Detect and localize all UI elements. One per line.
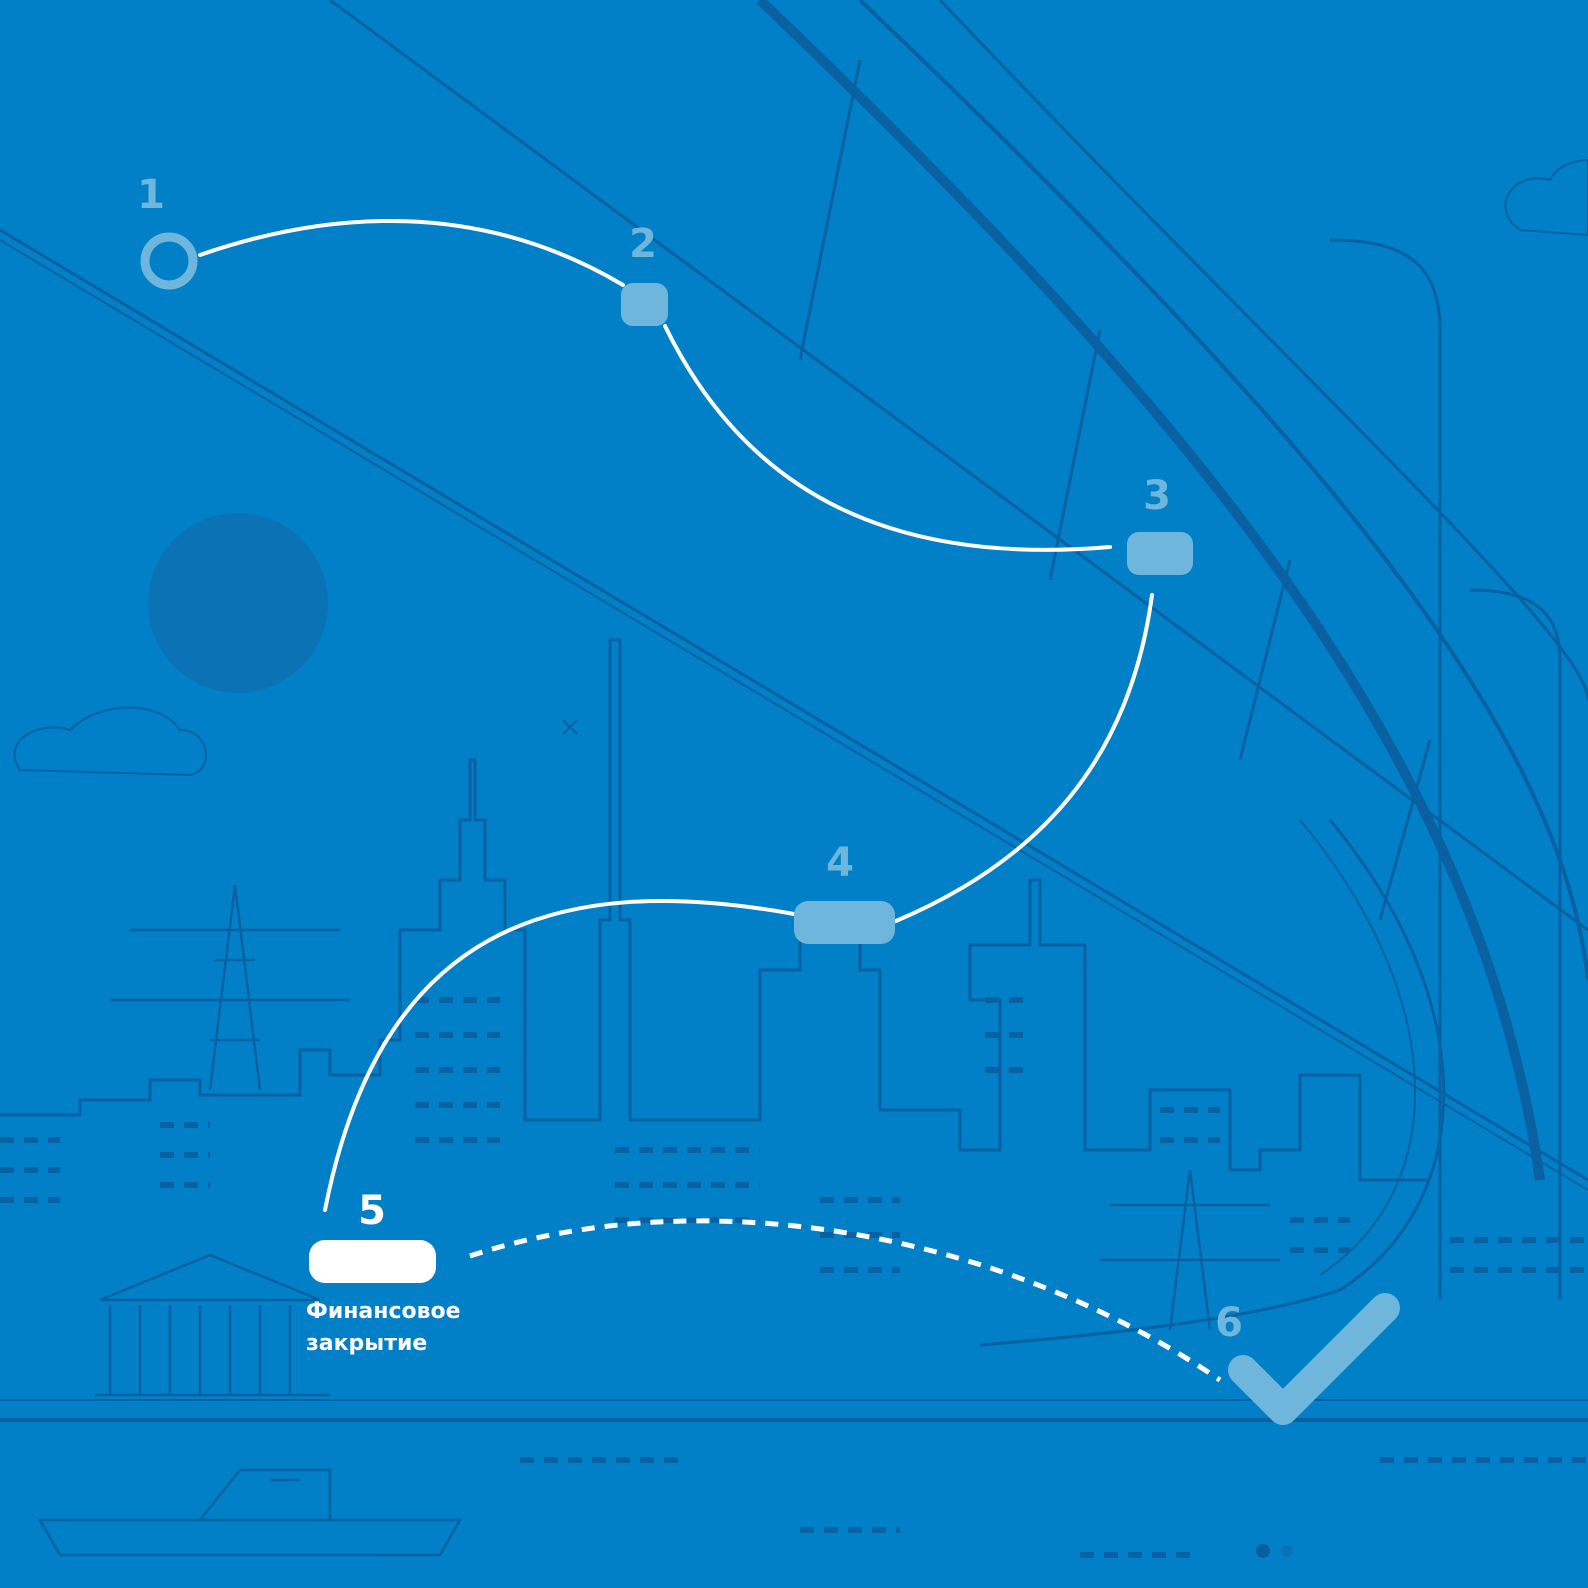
step-6-number: 6 — [1215, 1300, 1243, 1346]
checkmark-icon — [1243, 1308, 1385, 1410]
step-1-marker — [145, 237, 193, 285]
pager-dot-active[interactable] — [1256, 1544, 1270, 1558]
step-5-number: 5 — [358, 1188, 386, 1234]
sun-decoration — [148, 513, 328, 693]
step-5-marker — [309, 1240, 436, 1283]
step-4-number: 4 — [826, 840, 854, 886]
step-2-marker — [621, 283, 668, 326]
step-1-number: 1 — [137, 172, 165, 218]
step-5-caption-line1: Финансовое — [306, 1299, 461, 1324]
pager — [1256, 1544, 1293, 1558]
step-3-number: 3 — [1143, 473, 1171, 519]
step-5-caption-line2: закрытие — [306, 1331, 427, 1356]
step-2-number: 2 — [629, 221, 657, 267]
step-3-marker — [1127, 532, 1193, 575]
route-path — [200, 221, 1220, 1380]
background-cityscape — [0, 0, 1588, 1555]
pager-dot[interactable] — [1281, 1545, 1293, 1557]
step-4-marker — [794, 901, 895, 944]
